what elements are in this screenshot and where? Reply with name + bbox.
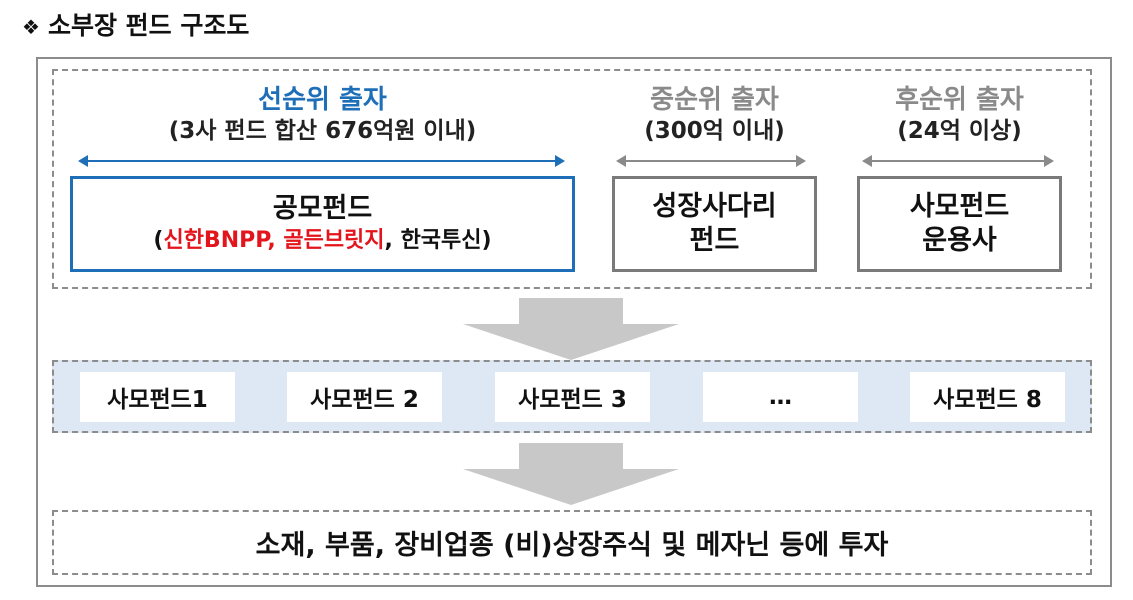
- flow-down-arrow-1: [463, 298, 679, 360]
- sub-fund-1: 사모펀드1: [80, 372, 235, 422]
- growth-ladder-line2: 펀드: [689, 225, 740, 256]
- investment-target-text: 소재, 부품, 장비업종 (비)상장주식 및 메자닌 등에 투자: [255, 530, 889, 561]
- mezzanine-span-arrow: [616, 155, 806, 167]
- growth-ladder-fund-box: 성장사다리 펀드: [612, 176, 817, 272]
- diamond-bullet-icon: ❖: [22, 15, 40, 39]
- public-fund-box: 공모펀드 (신한BNPP, 골든브릿지, 한국투신): [70, 176, 575, 272]
- sub-fund-2: 사모펀드 2: [287, 372, 442, 422]
- senior-tier-header: 선순위 출자 (3사 펀드 합산 676억원 이내): [70, 84, 575, 146]
- mezzanine-tier-subtitle: (300억 이내): [644, 118, 785, 144]
- sub-fund-ellipsis: …: [703, 372, 858, 422]
- sub-fund-3: 사모펀드 3: [495, 372, 650, 422]
- junior-tier-subtitle: (24억 이상): [897, 118, 1022, 144]
- senior-span-arrow: [78, 155, 565, 167]
- flow-down-arrow-2: [463, 443, 679, 505]
- pe-manager-line2: 운용사: [922, 225, 997, 256]
- page-title-text: 소부장 펀드 구조도: [47, 11, 250, 40]
- public-fund-managers: (신한BNPP, 골든브릿지, 한국투신): [153, 228, 492, 253]
- page-title: ❖ 소부장 펀드 구조도: [22, 6, 249, 42]
- pe-manager-box: 사모펀드 운용사: [857, 176, 1062, 272]
- growth-ladder-line1: 성장사다리: [652, 191, 777, 222]
- pe-manager-line1: 사모펀드: [909, 191, 1010, 222]
- investor-tier-group: [52, 69, 1092, 289]
- senior-tier-subtitle: (3사 펀드 합산 676억원 이내): [168, 118, 477, 144]
- junior-span-arrow: [862, 155, 1054, 167]
- sub-fund-8: 사모펀드 8: [910, 372, 1065, 422]
- highlighted-managers: 신한BNPP, 골든브릿지: [163, 228, 385, 253]
- mezzanine-tier-title: 중순위 출자: [650, 85, 779, 115]
- mezzanine-tier-header: 중순위 출자 (300억 이내): [612, 84, 817, 146]
- investment-target-group: [52, 510, 1092, 575]
- diagram-frame: [36, 57, 1112, 587]
- public-fund-title: 공모펀드: [272, 193, 373, 224]
- junior-tier-header: 후순위 출자 (24억 이상): [857, 84, 1062, 146]
- junior-tier-title: 후순위 출자: [895, 85, 1024, 115]
- senior-tier-title: 선순위 출자: [258, 85, 387, 115]
